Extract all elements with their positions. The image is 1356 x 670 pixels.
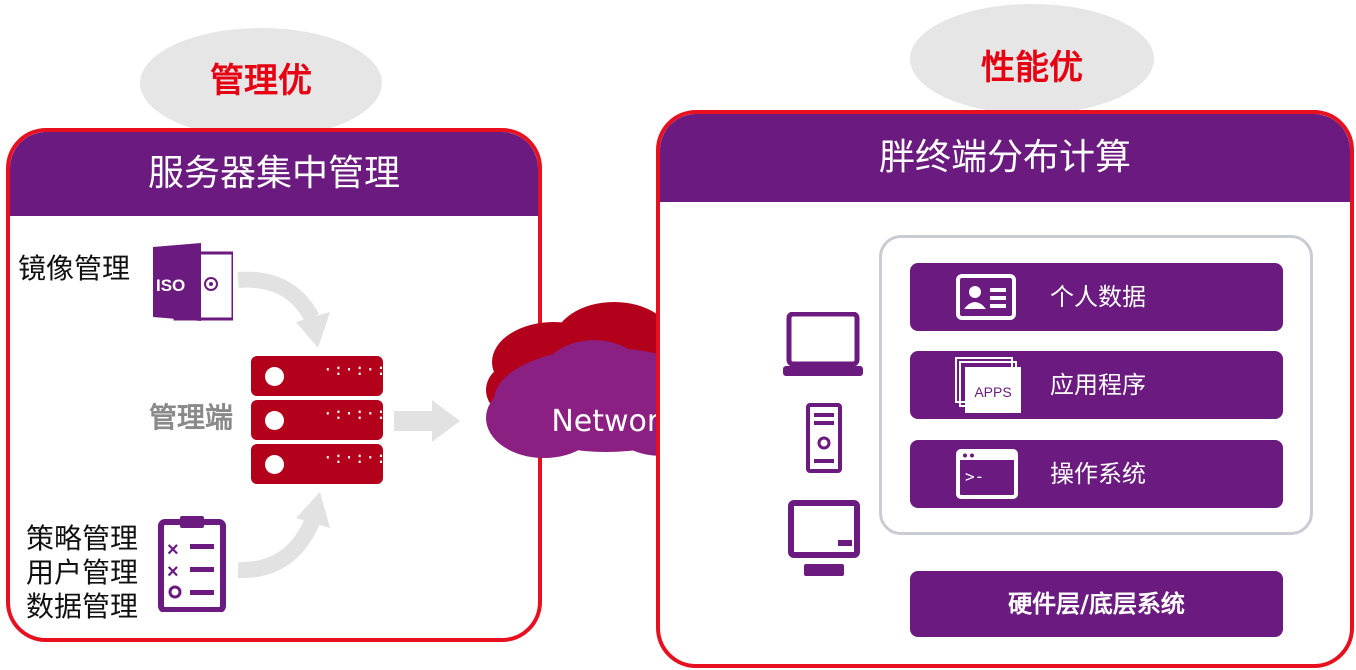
arrow-server-to-network-icon: [394, 400, 460, 442]
apps-icon: APPS: [955, 357, 1021, 413]
arrow-iso-to-server-icon: [237, 271, 330, 348]
stack-item-label: 操作系统: [1050, 460, 1146, 488]
network-label: Network: [551, 404, 677, 439]
left-badge-text: 管理优: [210, 61, 312, 101]
desktop-tower-icon: [806, 403, 842, 473]
server-unit: ·:·:·:·: [251, 400, 396, 440]
stack-item-label: 个人数据: [1050, 283, 1146, 311]
stack-item-applications: APPS 应用程序: [910, 351, 1283, 419]
left-panel-title: 服务器集中管理: [147, 153, 400, 194]
right-badge-ellipse: [910, 4, 1154, 114]
user-management-label: 用户管理: [26, 556, 139, 589]
laptop-icon: [783, 312, 863, 376]
software-stack-container: [879, 235, 1313, 535]
arrow-policy-to-server-icon: [237, 492, 330, 579]
left-panel-header: 服务器集中管理: [10, 132, 538, 216]
apps-icon-text: APPS: [974, 384, 1011, 400]
svg-text:ISO: ISO: [156, 276, 185, 295]
right-panel-title: 胖终端分布计算: [878, 137, 1131, 178]
checklist-icon: × ×: [158, 512, 228, 613]
iso-management-label: 镜像管理: [18, 252, 131, 285]
network-cloud-icon: [486, 302, 720, 458]
terminal-icon-text: >-: [965, 467, 984, 486]
stack-item-personal-data: 个人数据: [910, 263, 1283, 331]
server-unit: ·:·:·:·: [251, 356, 396, 396]
left-badge-ellipse: [140, 28, 382, 138]
stack-item-os: >- 操作系统: [910, 440, 1283, 508]
right-panel-header: 胖终端分布计算: [660, 114, 1350, 202]
hardware-layer-bar: 硬件层/底层系统: [910, 571, 1283, 637]
server-label: 管理端: [149, 401, 234, 434]
server-unit: ·:·:·:·: [251, 444, 396, 484]
iso-file-icon: ISO: [153, 243, 235, 321]
policy-management-label: 策略管理: [26, 522, 139, 555]
svg-text:×: ×: [167, 561, 179, 583]
data-management-label: 数据管理: [26, 590, 139, 623]
terminal-icon: >-: [956, 449, 1018, 499]
right-badge-text: 性能优: [981, 48, 1083, 88]
hardware-layer-label: 硬件层/底层系统: [1008, 590, 1185, 618]
id-card-icon: [956, 274, 1016, 320]
svg-text:×: ×: [167, 539, 179, 561]
stack-item-label: 应用程序: [1050, 371, 1146, 399]
monitor-icon: [788, 500, 860, 576]
